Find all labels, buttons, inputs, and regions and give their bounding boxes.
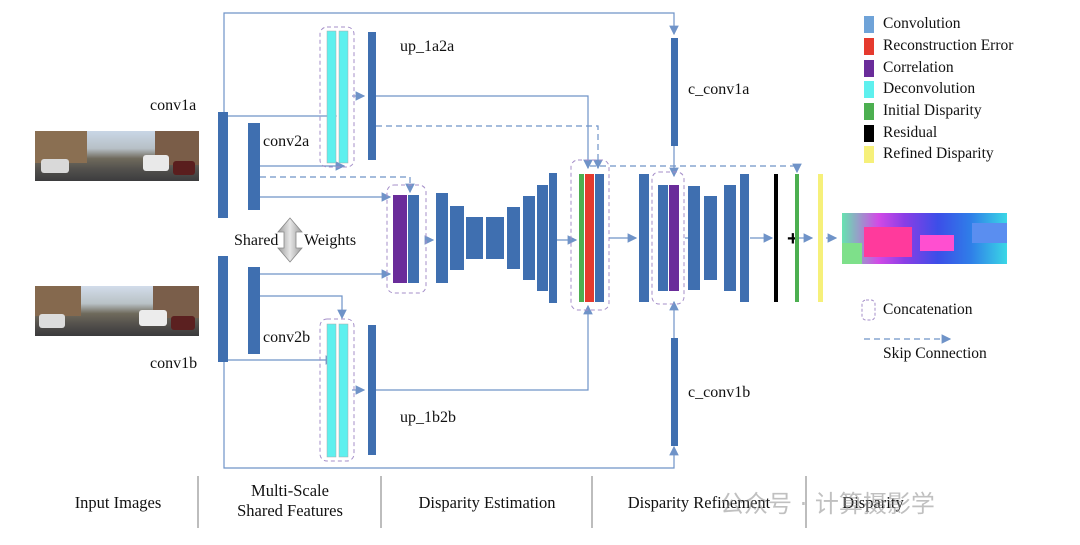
- estimation-hourglass: [436, 173, 557, 303]
- deconv-bottom-2: [338, 323, 349, 458]
- plus-sign: +: [787, 228, 799, 250]
- legend-reconstruction-error: Reconstruction Error: [864, 37, 1013, 55]
- conv1b-to-cconv1b-line: [223, 362, 679, 469]
- concat-box-top: [319, 26, 355, 168]
- conv1a-label: conv1a: [150, 97, 197, 114]
- legend-label: Correlation: [883, 59, 954, 76]
- legend-label: Deconvolution: [883, 80, 976, 97]
- up-1b2b-label: up_1b2b: [400, 409, 456, 426]
- legend-swatch-correlation: [864, 59, 874, 77]
- connection-lines: [223, 12, 838, 469]
- stage-disparity: Disparity: [842, 493, 904, 512]
- stage-shared-features-line2: Shared Features: [237, 501, 343, 520]
- stage-shared-features: Multi-Scale Shared Features: [200, 481, 380, 521]
- refine-correlation: [669, 185, 679, 291]
- deconv-bottom-1: [326, 323, 337, 458]
- legend-initial-disparity: Initial Disparity: [864, 102, 982, 120]
- residual-bar: [774, 174, 778, 302]
- refined-disparity-bar: [818, 174, 823, 302]
- refinement-hourglass: [688, 174, 749, 302]
- concat-box-bottom: [319, 318, 355, 462]
- reconstruction-error-block: [585, 174, 594, 302]
- conv-middle-block: [595, 174, 604, 302]
- legend-label: Reconstruction Error: [883, 37, 1014, 54]
- stage-disparity-estimation: Disparity Estimation: [418, 493, 556, 512]
- conv2a-label: conv2a: [263, 133, 310, 150]
- concatenation-legend-label: Concatenation: [883, 301, 973, 318]
- input-image-left: [35, 131, 199, 181]
- concat-box-refine: [651, 171, 685, 305]
- c-conv1a-block: [671, 38, 678, 146]
- weights-label: Weights: [304, 232, 357, 249]
- conv-after-correlation: [408, 195, 419, 283]
- deconv-top-1: [326, 30, 337, 164]
- up-1a2a-label: up_1a2a: [400, 38, 455, 55]
- legend-swatch-residual: [864, 124, 874, 142]
- conv1a-to-cconv1a-line: [223, 12, 679, 112]
- legend-deconvolution: Deconvolution: [864, 80, 975, 98]
- stage-input-images: Input Images: [74, 493, 162, 512]
- shared-label: Shared: [234, 232, 279, 249]
- legend-label: Residual: [883, 124, 938, 141]
- refine-conv-2: [658, 185, 668, 291]
- skip-connection-legend-label: Skip Connection: [883, 345, 987, 362]
- legend-swatch-deconvolution: [864, 80, 874, 98]
- stage-separators: [197, 476, 807, 528]
- conv2a-block: [248, 123, 260, 210]
- conv2b-label: conv2b: [263, 329, 311, 346]
- conv1b-block: [218, 256, 228, 362]
- up-1b2b-block: [368, 325, 376, 455]
- c-conv1a-label: c_conv1a: [688, 81, 750, 98]
- legend-residual: Residual: [864, 124, 937, 142]
- legend-swatch-refined-disparity: [864, 145, 874, 163]
- skip-connections: [260, 125, 802, 194]
- conv2b-block: [248, 267, 260, 354]
- legend-correlation: Correlation: [864, 59, 954, 77]
- conv1a-block: [218, 112, 228, 218]
- deconv-top-2: [338, 30, 349, 164]
- watermark: 公众号 · 计算摄影学: [720, 490, 935, 518]
- legend-label: Refined Disparity: [883, 145, 994, 162]
- legend-convolution: Convolution: [864, 15, 961, 33]
- c-conv1b-label: c_conv1b: [688, 384, 751, 401]
- initial-disparity-bar: [795, 174, 799, 302]
- legend-swatch-reconstruction-error: [864, 37, 874, 55]
- stage-disparity-refinement: Disparity Refinement: [627, 493, 771, 512]
- up-1a2a-block: [368, 32, 376, 160]
- legend-swatch-initial-disparity: [864, 102, 874, 120]
- refine-conv-1: [639, 174, 649, 302]
- shared-weights-arrow: [277, 217, 303, 263]
- feature-blocks: [218, 32, 678, 455]
- legend-swatch-convolution: [864, 15, 874, 33]
- stage-shared-features-line1: Multi-Scale: [251, 481, 329, 500]
- conv1b-label: conv1b: [150, 355, 198, 372]
- c-conv1b-block: [671, 338, 678, 446]
- input-image-right: [35, 286, 199, 336]
- correlation-block: [393, 195, 407, 283]
- concatenation-legend-symbol: [861, 299, 876, 321]
- output-disparity-map: [842, 213, 1007, 264]
- legend-label: Initial Disparity: [883, 102, 982, 119]
- initial-disparity-block: [579, 174, 584, 302]
- legend-label: Convolution: [883, 15, 961, 32]
- legend-refined-disparity: Refined Disparity: [864, 145, 994, 163]
